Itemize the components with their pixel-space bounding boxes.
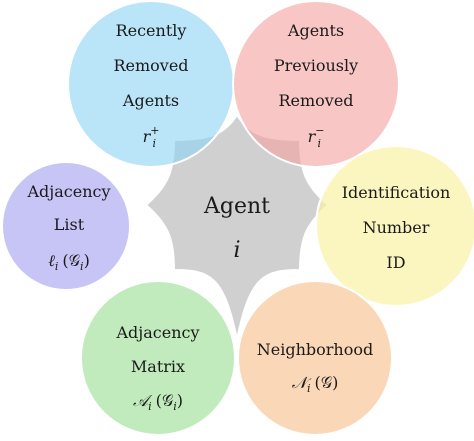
adjacency-matrix-line-1: Adjacency bbox=[115, 323, 199, 342]
previously-removed-line-1: Agents bbox=[287, 21, 344, 40]
adjacency-matrix-line-2: Matrix bbox=[131, 357, 185, 376]
previously-removed-symbol: r−i bbox=[308, 124, 325, 150]
node-identification: Identification Number ID bbox=[315, 145, 474, 307]
node-recently-removed: Recently Removed Agents r+i bbox=[67, 0, 235, 168]
center-agent-symbol: i bbox=[233, 238, 240, 263]
previously-removed-line-3: Removed bbox=[278, 91, 353, 110]
identification-line-3: ID bbox=[386, 253, 405, 272]
recently-removed-line-2: Removed bbox=[113, 56, 188, 75]
identification-line-1: Identification bbox=[342, 183, 451, 202]
identification-circle bbox=[315, 145, 474, 307]
recently-removed-line-3: Agents bbox=[122, 91, 179, 110]
previously-removed-circle bbox=[232, 0, 400, 168]
node-adjacency-list: Adjacency List ℓi(𝒢i) bbox=[1, 161, 131, 291]
recently-removed-line-1: Recently bbox=[116, 21, 187, 40]
neighborhood-circle bbox=[237, 280, 393, 436]
adjacency-matrix-symbol: 𝒜i(𝒢i) bbox=[133, 391, 183, 413]
adjacency-list-line-2: List bbox=[54, 215, 85, 234]
adjacency-list-circle bbox=[1, 161, 131, 291]
node-previously-removed: Agents Previously Removed r−i bbox=[232, 0, 400, 168]
identification-line-2: Number bbox=[363, 218, 430, 237]
adjacency-list-line-1: Adjacency bbox=[26, 182, 110, 201]
neighborhood-line-1: Neighborhood bbox=[257, 340, 373, 359]
recently-removed-symbol: r+i bbox=[143, 124, 160, 150]
neighborhood-symbol: 𝒩i(𝒢) bbox=[292, 373, 339, 395]
center-agent-shape bbox=[144, 113, 330, 341]
center-agent-title: Agent bbox=[203, 194, 270, 219]
adjacency-list-symbol: ℓi(𝒢i) bbox=[48, 251, 90, 273]
previously-removed-line-2: Previously bbox=[274, 56, 358, 75]
node-adjacency-matrix: Adjacency Matrix 𝒜i(𝒢i) bbox=[80, 280, 236, 436]
adjacency-matrix-circle bbox=[80, 280, 236, 436]
node-neighborhood: Neighborhood 𝒩i(𝒢) bbox=[237, 280, 393, 436]
